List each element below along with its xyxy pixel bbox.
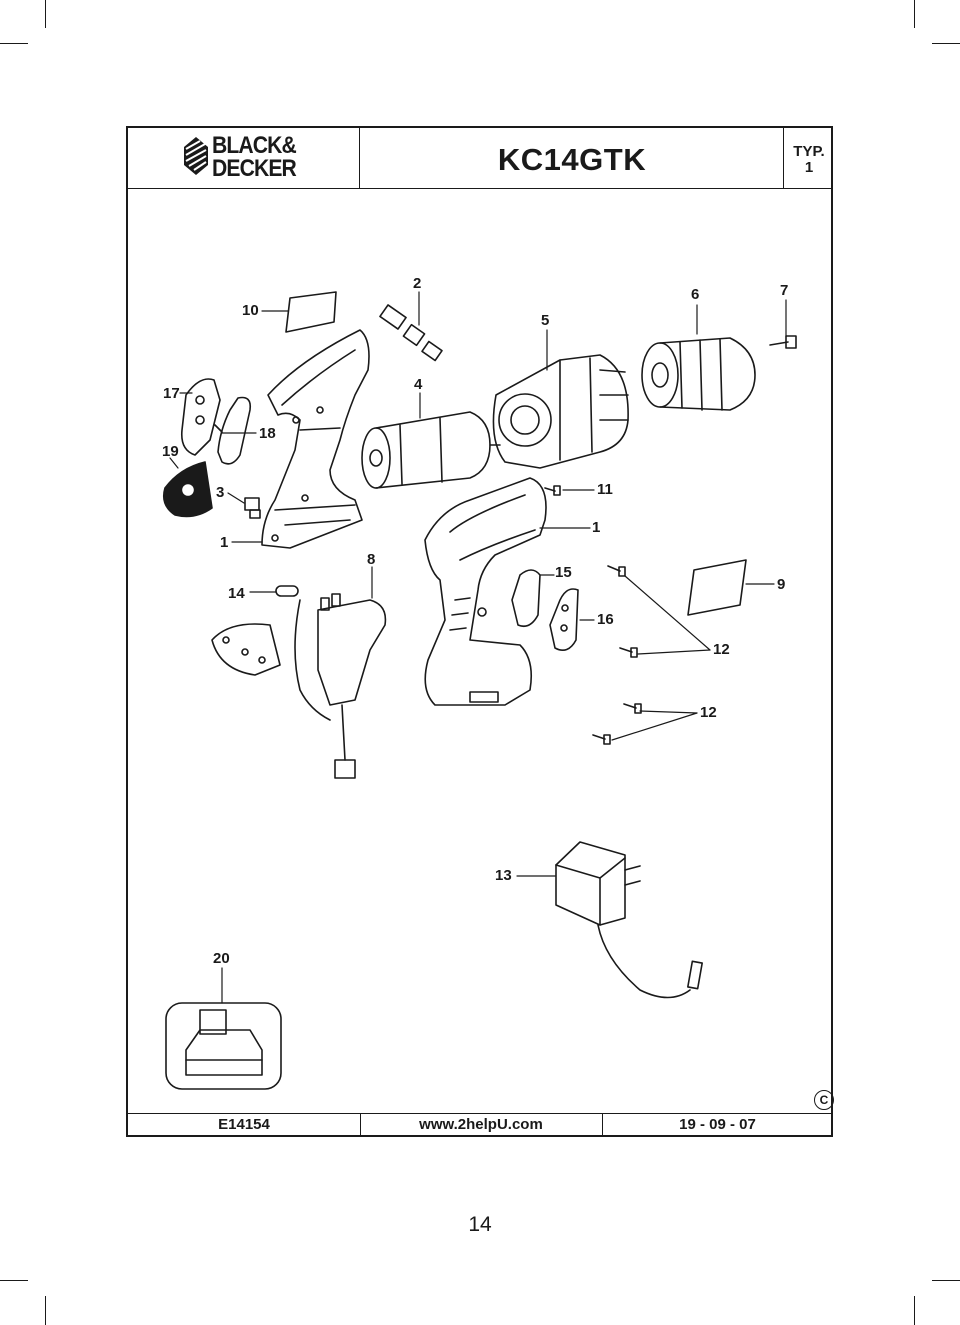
parts-sheet: BLACK& DECKER KC14GTK TYP. 1 E14154 www.… [126,126,834,1137]
callout-10: 10 [242,302,259,319]
hexagon-logo-icon [184,137,208,175]
callout-1-left: 1 [220,534,229,551]
callout-13: 13 [495,867,512,884]
crop-mark [0,1280,28,1281]
gasket-part [217,396,252,465]
gearbox-part [492,354,629,469]
crop-mark [932,43,960,44]
callout-19: 19 [162,443,179,460]
chuck-part [641,337,756,411]
screws-part [544,485,642,745]
page-number: 14 [468,1213,492,1236]
footer-divider [128,1113,831,1114]
callout-18: 18 [259,425,276,442]
callout-12-lower: 12 [700,704,717,721]
side-plate-right-part [549,588,579,651]
header-divider-v [783,128,784,188]
callout-17: 17 [163,385,180,402]
label-plate-part [687,559,747,616]
brand-logo: BLACK& DECKER [178,133,338,185]
model-title: KC14GTK [497,142,647,177]
callout-11: 11 [597,481,613,498]
crop-mark [914,1296,915,1325]
type-number: 1 [804,159,814,176]
switch-key-part [379,304,443,362]
switch-base-part [211,623,281,676]
callout-14: 14 [228,585,245,602]
pin-part [275,585,299,597]
motor-part [361,411,501,489]
crop-mark [45,0,46,28]
screw-part [769,335,797,349]
label-sticker-part [285,291,337,333]
crop-mark [0,43,28,44]
callout-1-right: 1 [592,519,601,536]
callout-7: 7 [780,282,789,299]
footer-date: 19 - 09 - 07 [679,1116,756,1133]
clip-part [244,497,261,519]
grip-pad-part [511,569,541,628]
left-housing-part [261,329,370,549]
callout-16: 16 [597,611,614,628]
right-housing-part [424,477,547,706]
side-plate-part [180,378,223,456]
cover-part [162,461,213,518]
callout-5: 5 [541,312,550,329]
callout-9: 9 [777,576,786,593]
brand-line-2: DECKER [212,155,297,182]
battery-part [165,1002,282,1090]
callout-20: 20 [213,950,230,967]
copyright-symbol: C [814,1090,834,1110]
charger-part [555,841,703,999]
type-label-text: TYP. [793,143,825,160]
brand-line-1: BLACK& [212,132,297,159]
leader-lines [169,291,787,1004]
header-divider-v [359,128,360,188]
switch-assembly-part [294,593,387,779]
footer-code: E14154 [218,1116,270,1133]
footer-website[interactable]: www.2helpU.com [419,1116,543,1133]
callout-3: 3 [216,484,225,501]
callout-15: 15 [555,564,572,581]
type-label: TYP. 1 [784,144,834,176]
header-divider [128,188,831,189]
callout-2: 2 [413,275,422,292]
footer-divider-v [360,1113,361,1137]
callout-8: 8 [367,551,376,568]
crop-mark [914,0,915,28]
footer-divider-v [602,1113,603,1137]
callout-4: 4 [414,376,423,393]
crop-mark [45,1296,46,1325]
callout-6: 6 [691,286,700,303]
callout-12-upper: 12 [713,641,730,658]
crop-mark [932,1280,960,1281]
